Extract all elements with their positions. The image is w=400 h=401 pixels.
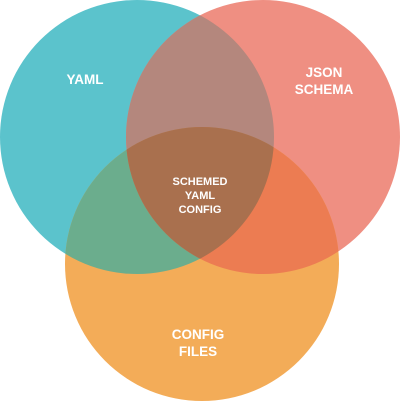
label-config-files-line2: FILES <box>179 344 217 359</box>
label-yaml: YAML <box>66 72 103 87</box>
label-center-line3: CONFIG <box>179 204 222 216</box>
label-json-schema-line1: JSON <box>306 65 343 80</box>
label-config-files-line1: CONFIG <box>172 327 225 342</box>
label-center-line2: YAML <box>185 190 215 202</box>
label-json-schema-line2: SCHEMA <box>295 82 354 97</box>
label-center-line1: SCHEMED <box>172 176 227 188</box>
